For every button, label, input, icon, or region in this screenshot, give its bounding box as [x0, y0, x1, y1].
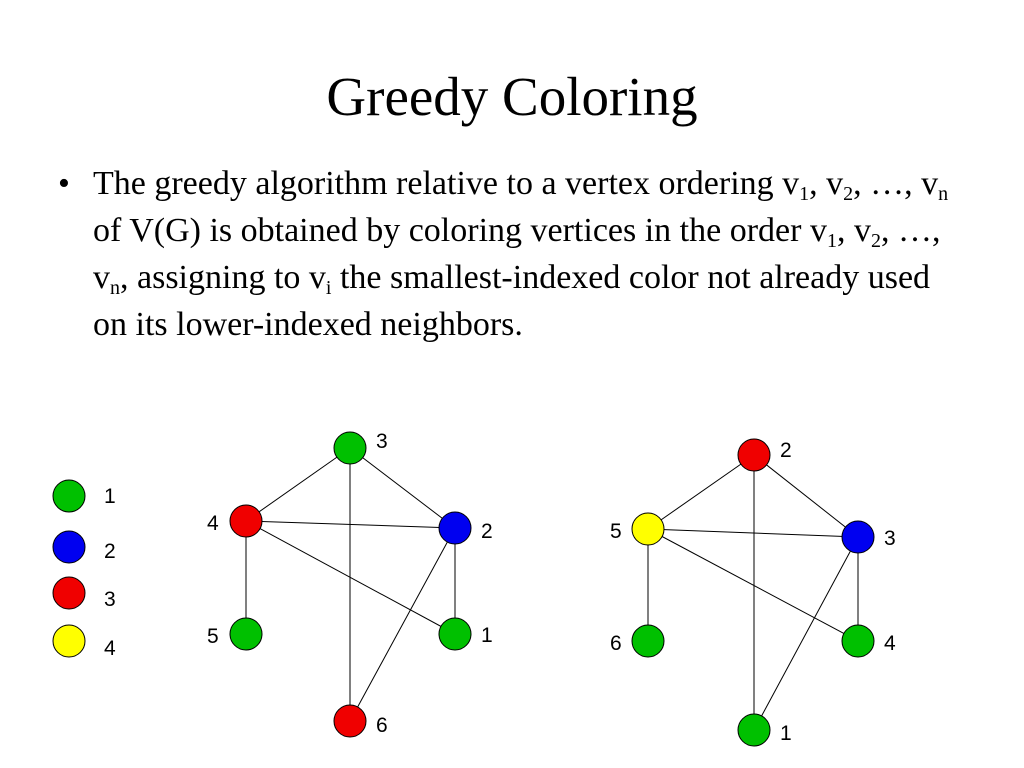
graph-vertex — [333, 704, 367, 738]
bullet-text-part: , v — [836, 212, 871, 249]
graph-edge — [245, 520, 456, 529]
graph-edge — [647, 528, 859, 642]
graph-vertex — [229, 617, 263, 651]
vertex-label: 2 — [481, 520, 493, 543]
graph-vertex — [631, 512, 665, 546]
bullet-dot-icon: • — [58, 165, 70, 202]
subscript: 2 — [870, 230, 881, 252]
bullet-text-part: The greedy algorithm relative to a verte… — [93, 165, 800, 202]
vertex-label: 6 — [376, 714, 388, 737]
vertex-label: 4 — [884, 632, 896, 655]
vertex-label: 1 — [780, 722, 792, 745]
graph-vertex — [438, 511, 472, 545]
graph-vertex — [737, 713, 771, 747]
vertex-label: 6 — [610, 632, 622, 655]
subscript: n — [938, 183, 949, 205]
bullet-text-part: , assigning to v — [120, 259, 326, 296]
graph-edge — [753, 536, 859, 731]
graph-edge — [647, 528, 859, 538]
graph-edge — [349, 527, 456, 722]
subscript: 1 — [826, 230, 837, 252]
vertex-label: 3 — [376, 430, 388, 453]
legend-label: 1 — [104, 485, 116, 508]
legend-label: 2 — [104, 540, 116, 563]
graph-edge — [245, 447, 351, 522]
slide-title: Greedy Coloring — [326, 66, 698, 127]
vertex-label: 1 — [481, 624, 493, 647]
graph-edge — [245, 520, 456, 635]
bullet-text-part: , …, v — [93, 212, 941, 296]
graph-vertex — [333, 431, 367, 465]
graph-vertex — [438, 617, 472, 651]
legend-color-1 — [52, 479, 86, 513]
subscript: 1 — [799, 183, 810, 205]
vertex-label: 5 — [610, 520, 622, 543]
legend-color-2 — [52, 530, 86, 564]
subscript: 2 — [843, 183, 854, 205]
bullet-text-part: of V(G) is obtained by coloring vertices… — [93, 212, 827, 249]
vertex-label: 5 — [207, 625, 219, 648]
graph-vertex — [631, 624, 665, 658]
bullet-text-part: the smallest-indexed color not already u… — [93, 259, 931, 343]
legend-label: 4 — [104, 637, 116, 660]
subscript: i — [325, 277, 332, 299]
legend-color-3 — [52, 576, 86, 610]
graph-vertex — [841, 520, 875, 554]
subscript: n — [110, 277, 120, 299]
graph-vertex — [841, 624, 875, 658]
legend-color-4 — [52, 624, 86, 658]
graph-edge — [349, 447, 456, 529]
legend-label: 3 — [104, 588, 116, 611]
vertex-label: 3 — [884, 527, 896, 550]
graph-vertex — [229, 504, 263, 538]
graph-vertex — [737, 438, 771, 472]
bullet-text-part: , …, v — [853, 165, 939, 202]
graph-edge — [647, 454, 755, 530]
bullet-text-part: , v — [809, 165, 844, 202]
graph-edge — [753, 454, 859, 538]
vertex-label: 4 — [207, 512, 219, 535]
bullet-text: The greedy algorithm relative to a verte… — [93, 160, 953, 348]
vertex-label: 2 — [780, 439, 792, 462]
